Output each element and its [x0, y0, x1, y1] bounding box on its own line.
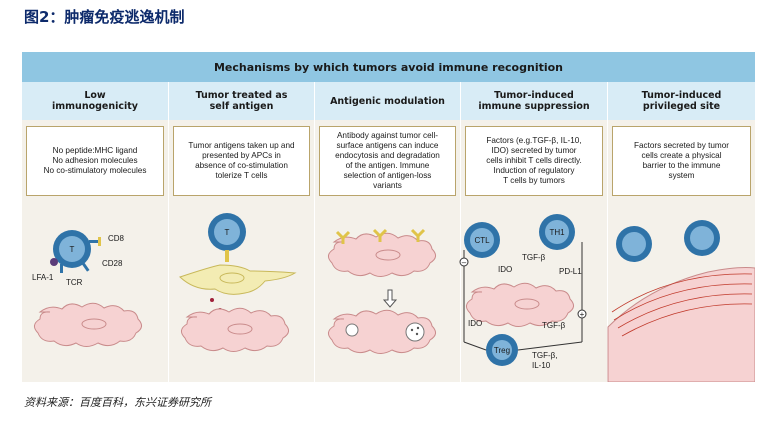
- mechanism-columns: Low immunogenicity No peptide:MHC ligand…: [22, 82, 755, 382]
- column-description: Factors secreted by tumor cells create a…: [612, 126, 751, 196]
- tumor-cell-icon: [180, 307, 290, 352]
- antibody-icon: [410, 228, 426, 242]
- column-low-immunogenicity: Low immunogenicity No peptide:MHC ligand…: [22, 82, 168, 382]
- tgfb-label: TGF-β: [522, 253, 546, 262]
- antibody-icon: [372, 228, 388, 242]
- ido-label: IDO: [498, 265, 512, 274]
- tgfb-il10-label: TGF-β,: [532, 351, 557, 360]
- immune-suppression-illustration: CTL TH1 TGF-β IDO PD-L1 IDO TGF-β Treg T…: [459, 214, 587, 370]
- apc-icon: [179, 264, 297, 295]
- column-header: Tumor treated as self antigen: [169, 82, 314, 120]
- t-cell-label: T: [225, 228, 230, 237]
- inhibit-marker: –: [462, 258, 467, 267]
- column-header: Antigenic modulation: [315, 82, 460, 120]
- low-immunogenicity-illustration: T CD8 CD28 LFA-1 TCR: [32, 230, 143, 347]
- diagram-frame: Mechanisms by which tumors avoid immune …: [22, 52, 755, 382]
- treg-label: Treg: [494, 346, 510, 355]
- tumor-mass-icon: [607, 267, 755, 382]
- pdl1-label: PD-L1: [559, 267, 582, 276]
- tcr-label: TCR: [66, 278, 83, 287]
- il10-label: IL-10: [532, 361, 551, 370]
- column-description: Factors (e.g.TGF-β, IL-10, IDO) secreted…: [465, 126, 603, 196]
- mechanism-illustrations: T CD8 CD28 LFA-1 TCR T: [32, 213, 755, 382]
- column-header: Tumor-induced privileged site: [608, 82, 755, 120]
- column-header: Tumor-induced immune suppression: [461, 82, 607, 120]
- column-header: Low immunogenicity: [22, 82, 168, 120]
- lfa1-label: LFA-1: [32, 273, 54, 282]
- column-antigenic-modulation: Antigenic modulation Antibody against tu…: [315, 82, 460, 382]
- tgfb-label-2: TGF-β: [542, 321, 566, 330]
- activate-marker: +: [580, 310, 585, 319]
- column-self-antigen: Tumor treated as self antigen Tumor anti…: [169, 82, 314, 382]
- column-immune-suppression: Tumor-induced immune suppression Factors…: [461, 82, 607, 382]
- privileged-site-illustration: [607, 220, 755, 382]
- figure-title: 图2：肿瘤免疫逃逸机制: [24, 8, 185, 26]
- ctl-label: CTL: [474, 236, 490, 245]
- ido-label-2: IDO: [468, 319, 482, 328]
- source-caption: 资料来源：百度百科，东兴证券研究所: [24, 396, 211, 409]
- column-description: No peptide:MHC ligand No adhesion molecu…: [26, 126, 164, 196]
- self-antigen-illustration: T: [179, 213, 297, 352]
- antigenic-modulation-illustration: [327, 228, 437, 354]
- arrow-down-icon: [382, 289, 398, 308]
- t-cell-label: T: [70, 245, 75, 254]
- cd28-label: CD28: [102, 259, 123, 268]
- column-privileged-site: Tumor-induced privileged site Factors se…: [608, 82, 755, 382]
- physical-barrier: [611, 273, 753, 337]
- cd8-label: CD8: [108, 234, 125, 243]
- column-description: Tumor antigens taken up and presented by…: [173, 126, 310, 196]
- column-description: Antibody against tumor cell- surface ant…: [319, 126, 456, 196]
- tumor-cell-icon: [33, 302, 143, 347]
- antibody-icon: [335, 230, 351, 244]
- diagram-banner: Mechanisms by which tumors avoid immune …: [22, 52, 755, 82]
- tumor-cell-icon: [465, 282, 575, 327]
- th1-label: TH1: [549, 228, 565, 237]
